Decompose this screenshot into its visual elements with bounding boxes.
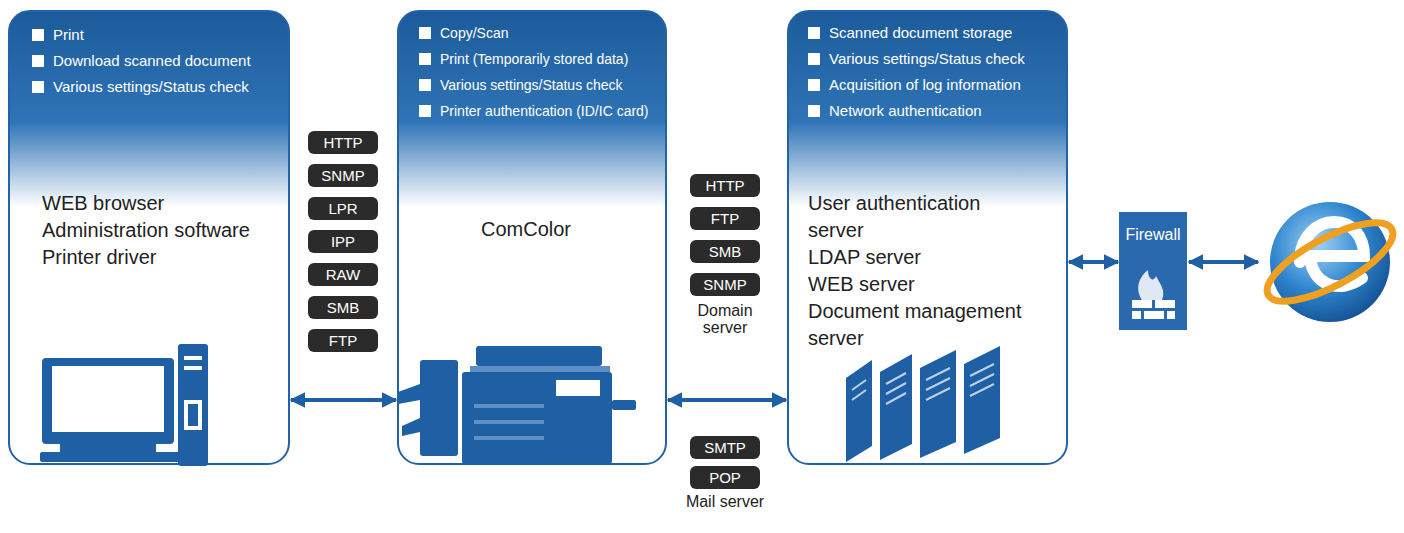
bullet-square (808, 53, 820, 65)
printer-illustration (398, 346, 636, 464)
device-name: Printer driver (42, 244, 282, 271)
protocol-name: SNMP (321, 167, 364, 184)
server-rack-illustration (846, 346, 1000, 462)
function-item: Print (53, 26, 84, 44)
protocol-name: HTTP (323, 134, 362, 151)
function-item: Network authentication (829, 102, 982, 120)
internet-link (1189, 260, 1258, 264)
function-item: Download scanned document (53, 52, 251, 70)
network-link (668, 398, 786, 402)
protocol-badge: RAW (308, 263, 378, 286)
protocol-badge: IPP (308, 230, 378, 253)
protocol-name: FTP (711, 210, 739, 227)
function-item: Acquisition of log information (829, 76, 1021, 94)
protocol-name: SMB (709, 243, 742, 260)
protocol-badge: POP (690, 466, 760, 489)
protocol-name: RAW (326, 266, 360, 283)
protocol-badge: SNMP (308, 164, 378, 187)
protocol-name: FTP (329, 332, 357, 349)
protocol-name: HTTP (705, 177, 744, 194)
device-name: ComColor (481, 216, 651, 243)
firewall-label: Firewall (1125, 226, 1180, 243)
network-link (1069, 260, 1118, 264)
device-name: LDAP server (808, 244, 1040, 271)
bullet-square (808, 105, 820, 117)
firewall-icon (1132, 270, 1175, 319)
device-name: User authentication server (808, 190, 1040, 244)
protocol-badge: LPR (308, 197, 378, 220)
function-item: Print (Temporarily stored data) (440, 50, 628, 68)
bullet-square (419, 53, 431, 65)
protocol-badge: HTTP (690, 174, 760, 197)
function-item: Printer authentication (ID/IC card) (440, 102, 649, 120)
function-item: Various settings/Status check (829, 50, 1025, 68)
network-link (291, 398, 396, 402)
protocol-name: SMTP (704, 439, 746, 456)
protocol-badge: SNMP (690, 273, 760, 296)
protocol-name: SMB (327, 299, 360, 316)
device-name: WEB browser (42, 190, 282, 217)
function-item: Copy/Scan (440, 24, 508, 42)
server-caption: Domain server (680, 302, 770, 336)
protocol-badge: FTP (690, 207, 760, 230)
device-name: WEB server (808, 271, 1040, 298)
protocol-name: POP (709, 469, 741, 486)
device-name: Administration software (42, 217, 282, 244)
bullet-square (808, 27, 820, 39)
protocol-name: IPP (331, 233, 355, 250)
protocol-name: LPR (328, 200, 357, 217)
device-name: Document management server (808, 298, 1040, 352)
bullet-square (32, 29, 44, 41)
function-item: Various settings/Status check (440, 76, 623, 94)
server-caption: Mail server (680, 493, 770, 510)
bullet-square (32, 55, 44, 67)
protocol-badge: FTP (308, 329, 378, 352)
computer-icon (40, 344, 208, 466)
bullet-square (808, 79, 820, 91)
internet-globe-icon (1257, 202, 1403, 322)
protocol-badge: SMTP (690, 436, 760, 459)
protocol-badge: HTTP (308, 131, 378, 154)
bullet-square (32, 81, 44, 93)
function-item: Scanned document storage (829, 24, 1012, 42)
protocol-badge: SMB (690, 240, 760, 263)
bullet-square (419, 105, 431, 117)
bullet-square (419, 27, 431, 39)
protocol-badge: SMB (308, 296, 378, 319)
bullet-square (419, 79, 431, 91)
function-item: Various settings/Status check (53, 78, 249, 96)
protocol-name: SNMP (703, 276, 746, 293)
